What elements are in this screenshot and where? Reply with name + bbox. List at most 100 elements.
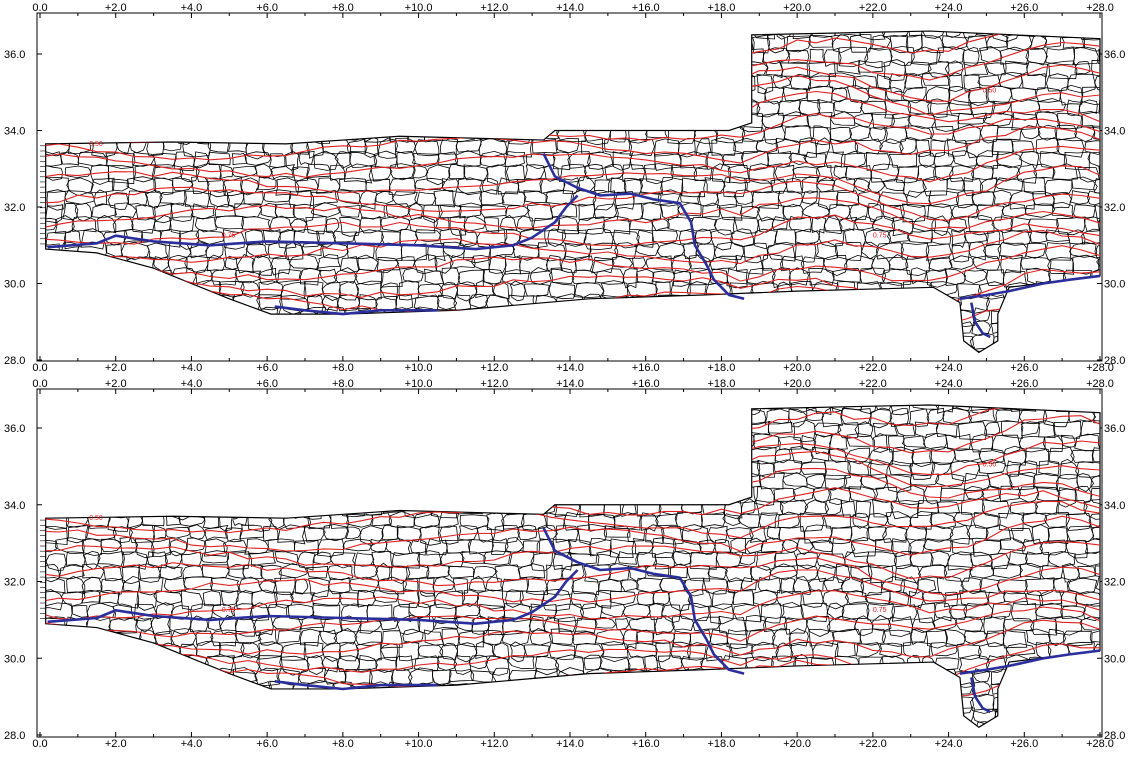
stone xyxy=(247,421,278,442)
stone xyxy=(1039,151,1065,168)
stone xyxy=(239,721,269,728)
stone xyxy=(969,563,995,579)
stone xyxy=(1035,500,1060,515)
stone xyxy=(122,575,140,593)
stone xyxy=(994,347,1017,353)
stone xyxy=(753,433,780,451)
stone xyxy=(408,447,430,467)
stone xyxy=(560,446,582,466)
stone xyxy=(843,404,863,411)
y-tick-label-right: 36.0 xyxy=(1104,423,1125,435)
stone xyxy=(1025,577,1055,597)
stone xyxy=(971,164,994,180)
stone xyxy=(118,75,140,88)
stone xyxy=(418,485,437,502)
stone xyxy=(429,34,456,53)
stone xyxy=(244,151,272,166)
stone xyxy=(293,73,321,93)
stone xyxy=(211,603,235,620)
stone xyxy=(822,589,849,610)
stone xyxy=(332,230,358,243)
stone xyxy=(271,486,295,501)
stone xyxy=(60,642,82,660)
x-tick-label-bottom: 0.0 xyxy=(32,738,47,750)
stone xyxy=(290,332,310,353)
stone xyxy=(490,31,509,39)
stone xyxy=(661,332,685,349)
stone xyxy=(137,485,155,506)
stone xyxy=(207,616,222,631)
stone xyxy=(1021,538,1043,555)
stone xyxy=(375,562,391,581)
stone xyxy=(293,539,320,553)
stone xyxy=(814,422,842,437)
stone xyxy=(45,322,66,339)
stone xyxy=(489,241,516,258)
stone xyxy=(258,462,276,477)
stone xyxy=(764,86,785,105)
stone xyxy=(124,404,151,411)
crack-path xyxy=(47,569,579,625)
stone xyxy=(293,228,320,248)
stone xyxy=(225,112,256,128)
stone xyxy=(729,228,754,248)
stone xyxy=(774,551,798,568)
crack-path xyxy=(47,194,579,251)
stone xyxy=(628,616,656,632)
stone xyxy=(684,695,703,710)
stone xyxy=(190,409,207,426)
stone xyxy=(947,85,971,106)
stone xyxy=(808,628,835,647)
stone xyxy=(576,216,605,235)
stone xyxy=(1068,321,1096,341)
stone xyxy=(869,564,894,584)
stone xyxy=(519,447,545,463)
stone xyxy=(455,47,486,65)
stone xyxy=(896,485,925,506)
stone xyxy=(801,202,830,220)
stone xyxy=(727,164,751,184)
stone xyxy=(66,575,86,595)
stone xyxy=(54,215,75,234)
stone xyxy=(241,459,262,476)
stone xyxy=(522,540,540,554)
stone xyxy=(371,512,392,527)
stone xyxy=(106,244,124,257)
stone xyxy=(829,126,853,143)
stone xyxy=(413,61,441,75)
x-tick-label-top: +24.0 xyxy=(935,378,963,390)
stone xyxy=(123,407,141,428)
stone xyxy=(838,216,858,232)
stone xyxy=(100,642,117,659)
stone xyxy=(274,576,296,596)
stone xyxy=(848,460,872,476)
stone xyxy=(553,487,571,504)
stone xyxy=(485,421,503,436)
stone xyxy=(408,215,436,234)
stone xyxy=(120,241,150,261)
stone xyxy=(452,34,474,52)
stone xyxy=(651,230,678,245)
stone xyxy=(540,334,561,353)
stone xyxy=(751,190,780,209)
stone xyxy=(45,85,65,103)
stone xyxy=(345,472,376,489)
stone xyxy=(222,229,246,250)
stone xyxy=(910,628,928,646)
stone xyxy=(147,307,174,326)
stone xyxy=(758,512,778,529)
stone xyxy=(212,404,234,412)
stone xyxy=(540,88,561,106)
x-tick-label-bottom: +28.0 xyxy=(1086,738,1114,750)
stone xyxy=(446,111,476,131)
stone xyxy=(769,563,798,581)
stone xyxy=(63,34,91,54)
stone xyxy=(351,335,376,348)
stone xyxy=(904,61,932,77)
stone xyxy=(321,656,338,673)
stone xyxy=(835,241,863,261)
stone xyxy=(67,474,93,493)
stone xyxy=(465,420,489,439)
stone xyxy=(339,256,360,274)
stone xyxy=(630,682,658,696)
